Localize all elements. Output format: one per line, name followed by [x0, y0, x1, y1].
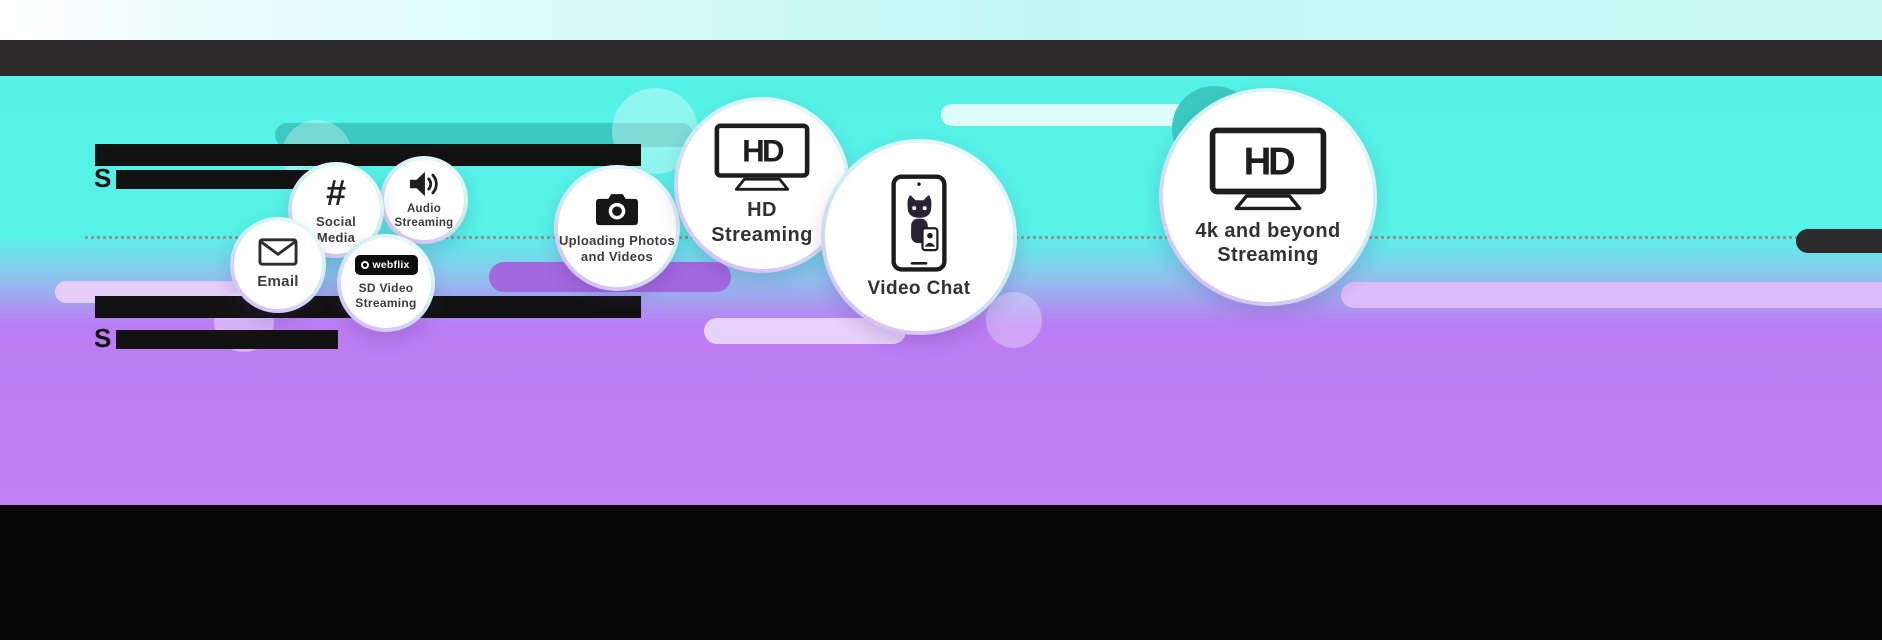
camera-icon — [596, 194, 638, 226]
bubble-label-line: Uploading Photos — [558, 233, 675, 249]
bubble-label-line: Audio — [406, 202, 442, 215]
bubble-label-line: Media — [316, 229, 356, 245]
bubble-label-line: Social — [315, 213, 357, 229]
bubble-label-line: HD — [747, 199, 777, 222]
redacted-heading-bar — [95, 144, 641, 166]
decor-pill-lavender — [1341, 282, 1882, 308]
redacted-heading-lead: S — [94, 323, 112, 353]
tv-hd-icon: HD — [1209, 127, 1327, 210]
top-gradient-band — [0, 0, 1882, 40]
decor-circle — [986, 292, 1042, 348]
bubble-hd-streaming: HD HD Streaming — [674, 97, 850, 273]
tv-hd-text: HD — [742, 134, 784, 169]
bubble-label-line: Streaming — [394, 217, 454, 229]
bubble-label-line: 4k and beyond — [1195, 219, 1341, 242]
redacted-heading-bar — [116, 170, 338, 189]
phone-video-call-icon — [891, 174, 947, 272]
bubble-label: Email — [257, 273, 299, 291]
webflix-logo-dot — [360, 261, 369, 270]
envelope-icon — [258, 238, 298, 266]
footer-dark-band — [0, 505, 1882, 640]
header-dark-bar — [0, 40, 1882, 76]
bubble-label-line: Streaming — [355, 296, 417, 310]
webflix-badge: webflix — [354, 255, 418, 276]
bubble-label-line: Streaming — [1217, 244, 1319, 266]
tv-hd-text: HD — [1244, 140, 1295, 183]
webflix-text: webflix — [372, 259, 410, 272]
bubble-email: Email — [230, 217, 326, 313]
hashtag-icon: # — [325, 171, 347, 213]
redacted-heading-lead: S — [94, 163, 112, 193]
bubble-audio-streaming: Audio Streaming — [380, 156, 468, 244]
bubble-label-line: Streaming — [711, 223, 813, 246]
redacted-heading-bar — [116, 330, 338, 349]
speaker-icon — [410, 171, 438, 197]
bubble-label-line: and Videos — [580, 249, 654, 264]
bubble-video-chat: Video Chat — [821, 139, 1017, 335]
tv-hd-icon: HD — [714, 123, 810, 191]
speed-line-end-cap — [1796, 229, 1882, 253]
decor-pill-teal — [275, 123, 693, 147]
bubble-label: Video Chat — [867, 277, 971, 299]
bubble-4k-streaming: HD 4k and beyond Streaming — [1159, 88, 1377, 306]
decor-pill-light — [941, 104, 1189, 126]
bubble-uploading-photos-videos: Uploading Photos and Videos — [554, 165, 680, 291]
bubble-sd-video-streaming: webflix SD Video Streaming — [337, 234, 435, 332]
bubble-label-line: SD Video — [358, 281, 414, 296]
